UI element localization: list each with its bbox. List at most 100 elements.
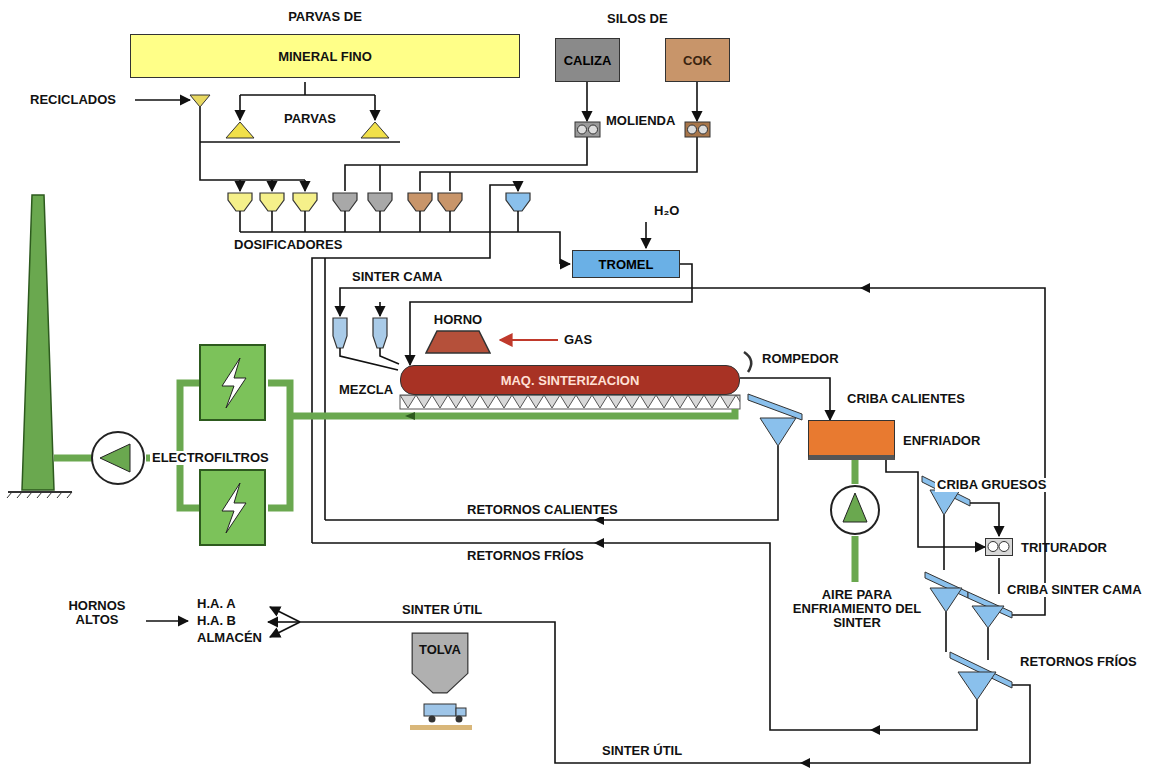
- screens: [922, 476, 1012, 700]
- cooling-fan: [843, 493, 867, 522]
- exhaust-fan: [92, 432, 144, 484]
- crusher-box: [985, 538, 1013, 556]
- node-text: TOLVA: [411, 632, 469, 657]
- raw-material-lines: [589, 125, 598, 134]
- raw-material-lines: [586, 82, 588, 121]
- heading-text: PARVAS DE: [288, 8, 362, 34]
- electrofilter: [222, 483, 246, 533]
- hot-screen: [748, 394, 802, 420]
- raw-material-lines: [271, 180, 273, 191]
- dosing-hoppers: [560, 263, 570, 265]
- dosing-hoppers: [228, 193, 252, 211]
- cooling-fan: [831, 460, 879, 582]
- sinter-machine-grates: [400, 352, 751, 409]
- cooling-fan: [831, 486, 879, 534]
- flow-label: H.A. A: [195, 597, 238, 611]
- raw-material-lines: [240, 82, 375, 95]
- gas-duct: [405, 412, 415, 420]
- return-lines: [270, 607, 300, 622]
- dosing-hoppers: [293, 193, 317, 211]
- return-lines: [145, 185, 1045, 768]
- ore-band-fill: MINERAL FINO: [130, 34, 520, 78]
- raw-material-lines: [699, 125, 708, 134]
- electrofilter: [200, 470, 265, 545]
- return-lines: [312, 543, 977, 730]
- dosing-hoppers: [438, 193, 462, 211]
- return-lines: [325, 446, 778, 520]
- flow-label: RETORNOS FRÍOS: [465, 549, 586, 563]
- truck: [429, 716, 436, 723]
- exhaust-fan: [92, 432, 144, 484]
- flow-label: CRIBA CALIENTES: [845, 392, 967, 406]
- flow-label: RETORNOS FRÍOS: [1018, 655, 1139, 669]
- flow-label: HORNOS ALTOS: [48, 599, 146, 627]
- flow-connector: [740, 378, 830, 420]
- mix-hoppers: [340, 348, 399, 370]
- sinter-machine: MAQ. SINTERIZACION: [400, 365, 740, 395]
- dosing-hoppers: [260, 193, 284, 211]
- furnace-hood: [425, 330, 491, 354]
- crusher-rolls: [988, 542, 998, 552]
- flow-label: RETORNOS CALIENTES: [465, 503, 620, 517]
- flow-label: H.A. B: [195, 614, 238, 628]
- mix-hoppers: [333, 302, 558, 370]
- flow-label: ALMACÉN: [195, 631, 264, 645]
- limestone-silo: CALIZA: [555, 38, 620, 82]
- raw-material-lines: [135, 99, 190, 101]
- trommel-box: TROMEL: [572, 250, 680, 278]
- flow-label: MEZCLA: [337, 383, 395, 397]
- return-lines: [270, 622, 300, 637]
- truck: [410, 704, 472, 730]
- flow-label: DOSIFICADORES: [232, 238, 344, 252]
- truck: [456, 708, 466, 716]
- node-text: MINERAL FINO: [278, 49, 372, 64]
- return-lines: [594, 538, 604, 548]
- crusher: TRITURADOR: [985, 538, 1107, 556]
- mix-hoppers: [500, 339, 558, 341]
- electrofilter: [200, 345, 265, 545]
- return-lines: [870, 725, 880, 735]
- raw-material-lines: [374, 95, 376, 120]
- node-text: TRITURADOR: [1021, 540, 1107, 555]
- flow-label: MOLIENDA: [604, 114, 677, 128]
- dosing-hoppers: [506, 193, 530, 211]
- hopper-inner: TOLVA: [411, 632, 469, 694]
- ore-pile-band: PARVAS DE MINERAL FINO: [130, 8, 520, 78]
- return-lines: [324, 258, 326, 520]
- node-text: COK: [683, 53, 712, 68]
- chimney: [7, 195, 72, 498]
- chimney: [22, 195, 54, 490]
- flow-label: SILOS DE: [605, 12, 670, 26]
- ignition-furnace: HORNO: [418, 312, 498, 354]
- flow-label: H₂O: [652, 204, 681, 218]
- raw-material-lines: [304, 180, 306, 191]
- node-text: CALIZA: [564, 53, 612, 68]
- gas-duct: [54, 383, 735, 508]
- sinter-machine-grates: [400, 395, 740, 409]
- raw-material-lines: [575, 122, 600, 137]
- electrofilter: [222, 358, 246, 408]
- screens: [930, 588, 962, 612]
- raw-material-lines: [696, 82, 698, 121]
- return-lines: [860, 283, 870, 293]
- flow-label: RECICLADOS: [28, 93, 118, 107]
- coke-silo: COK: [665, 38, 730, 82]
- dosing-hoppers: [645, 222, 647, 248]
- mix-hoppers: [379, 302, 381, 316]
- node-text: MAQ. SINTERIZACION: [501, 373, 640, 388]
- crusher-rolls: [999, 542, 1009, 552]
- flow-label: ELECTROFILTROS: [150, 451, 271, 465]
- flow-label: PARVAS: [282, 112, 338, 126]
- raw-material-lines: [685, 122, 710, 137]
- cooler-box: [808, 420, 895, 460]
- chimney: [7, 492, 72, 498]
- gas-duct: [54, 383, 200, 508]
- furnace-hood: [426, 331, 490, 353]
- cooler: ENFRIADOR: [808, 420, 980, 460]
- chimney: [8, 491, 72, 493]
- raw-material-lines: [420, 137, 697, 191]
- hopper: TOLVA: [411, 632, 469, 694]
- flow-label: SINTER ÚTIL: [600, 744, 684, 758]
- flow-label: SINTER CAMA: [350, 270, 444, 284]
